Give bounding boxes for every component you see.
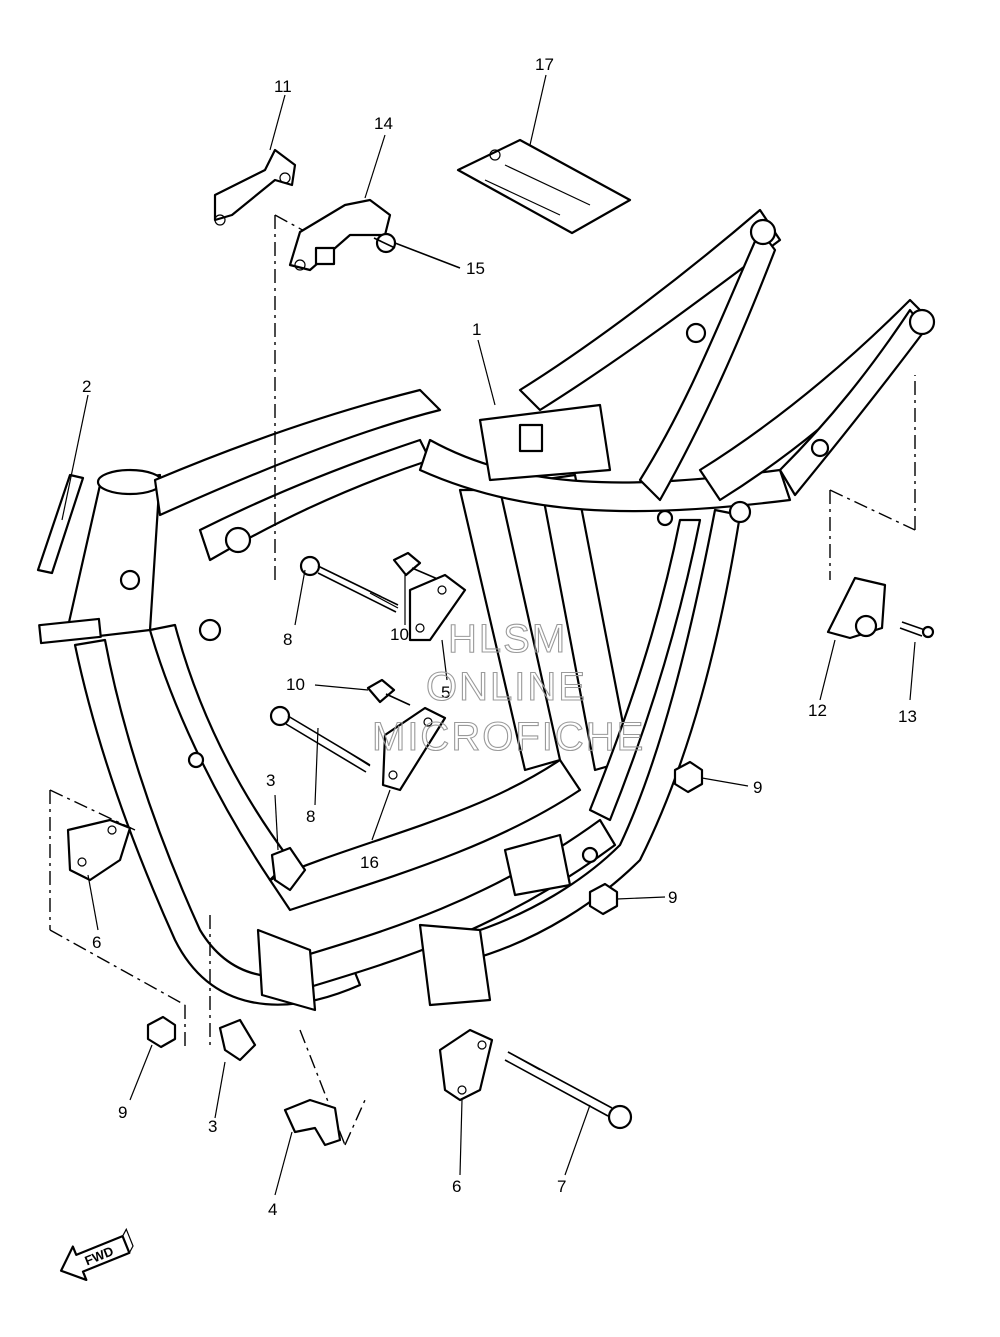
part-3-clamps — [218, 846, 307, 1062]
watermark-line-3: MICROFICHE — [372, 715, 645, 759]
reference-lines — [49, 214, 916, 1146]
callout-16: 16 — [360, 853, 379, 872]
callout-12: 12 — [808, 701, 827, 720]
callout-9-left: 9 — [118, 1103, 127, 1122]
part-10-bolts — [366, 551, 441, 706]
callout-7: 7 — [557, 1177, 566, 1196]
part-4-clamp — [283, 1098, 342, 1147]
part-8-bolts — [269, 555, 399, 773]
part-2-label-strip — [36, 473, 85, 575]
callout-8-lower: 8 — [306, 807, 315, 826]
callout-10-lower: 10 — [286, 675, 305, 694]
part-12-bracket — [826, 576, 887, 640]
part-7-long-bolt — [504, 1051, 633, 1130]
part-14-bracket — [288, 198, 392, 272]
part-11-bracket — [213, 148, 297, 226]
callout-2: 2 — [82, 377, 91, 396]
watermark-line-1: HLSM — [448, 617, 567, 661]
callout-6-left: 6 — [92, 933, 101, 952]
callout-17: 17 — [535, 55, 554, 74]
callout-15: 15 — [466, 259, 485, 278]
watermark-line-2: ONLINE — [426, 665, 587, 709]
callout-5: 5 — [441, 683, 450, 702]
callout-4: 4 — [268, 1200, 277, 1219]
part-17-pad — [456, 138, 632, 235]
callout-10-upper: 10 — [390, 625, 409, 644]
callout-9-right-lower: 9 — [668, 888, 677, 907]
part-16-plate — [381, 706, 447, 792]
watermark: HLSM ONLINE MICROFICHE — [371, 616, 645, 759]
callout-3-lower: 3 — [208, 1117, 217, 1136]
callout-6-bottom: 6 — [452, 1177, 461, 1196]
callout-9-right-upper: 9 — [753, 778, 762, 797]
callout-8-upper: 8 — [283, 630, 292, 649]
leader-lines — [61, 74, 916, 1196]
part-5-plate — [408, 573, 467, 642]
part-6-plates — [66, 818, 494, 1102]
callout-14: 14 — [374, 114, 393, 133]
callout-11: 11 — [274, 77, 292, 96]
main-frame — [38, 208, 936, 1012]
callout-labels: 1 2 3 3 4 5 6 6 7 8 8 9 9 9 10 10 11 12 … — [82, 55, 917, 1219]
fwd-arrow-icon: FWD — [59, 1227, 134, 1282]
part-13-bolt — [899, 621, 935, 639]
part-9-nuts — [146, 760, 704, 1049]
callout-3-upper: 3 — [266, 771, 275, 790]
callout-13: 13 — [898, 707, 917, 726]
callout-1: 1 — [472, 320, 481, 339]
part-15-bolt — [373, 232, 461, 269]
